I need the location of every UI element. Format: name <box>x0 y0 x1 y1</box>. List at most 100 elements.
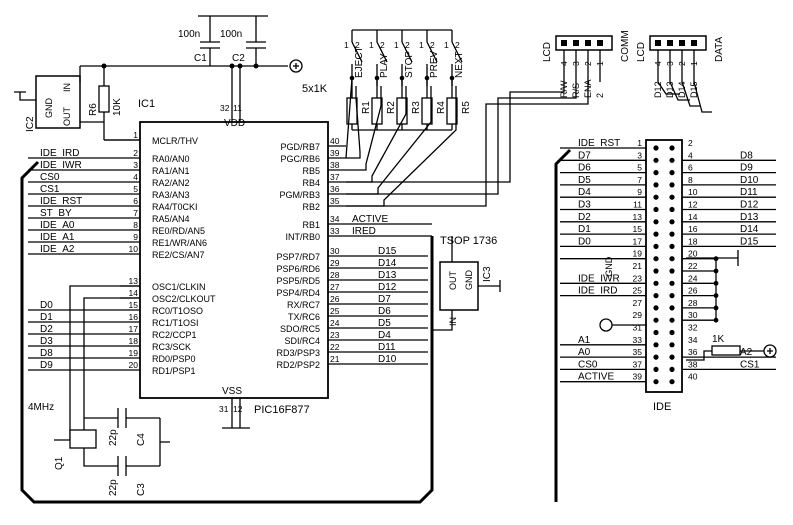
ide-pin-number: 9 <box>637 187 642 197</box>
ide-pin-number: 21 <box>633 261 643 271</box>
ide-net-label: ACTIVE <box>578 372 614 383</box>
ide-net-label: CS1 <box>740 359 760 370</box>
ide-net-label: D1 <box>578 224 591 235</box>
ide-pin-number: 13 <box>633 212 643 222</box>
c3-ref: C3 <box>136 483 147 496</box>
ide-net-label: D15 <box>740 236 759 247</box>
net-label: D7 <box>378 294 391 305</box>
ide-label: IDE <box>653 401 671 413</box>
ic1-vss-pin-b: 12 <box>233 404 243 414</box>
ic1-pin-label: RA2/AN2 <box>152 178 190 188</box>
ide-row-17: 17 18 D0 D15 <box>560 236 776 249</box>
resistor-ref: R4 <box>436 101 447 114</box>
connector-pin: 2 <box>583 61 593 66</box>
net-label: ST_BY <box>40 208 72 219</box>
ide-net-label: D0 <box>578 236 591 247</box>
net-label: ACTIVE <box>352 214 388 225</box>
ic1-pin-label: INT/RB0 <box>285 232 320 242</box>
switch-pin: 1 <box>394 40 399 50</box>
ic3-ref: IC3 <box>482 266 493 282</box>
connector-signal: D13 <box>665 81 675 98</box>
resistor-ref: R3 <box>411 101 422 114</box>
connector-body <box>649 35 707 51</box>
ide-connector-body <box>645 139 683 393</box>
ic1-pin-number: 25 <box>330 306 340 316</box>
ic1-pin-label: PGD/RB7 <box>280 142 320 152</box>
ic1-pin-number: 34 <box>330 214 340 224</box>
switch-pin: 2 <box>455 40 460 50</box>
net-label: IDE_A1 <box>40 232 75 243</box>
ide-pin-number: 23 <box>633 273 643 283</box>
ic1-pin-label: PSP6/RD6 <box>276 264 320 274</box>
ide-net-label: GND <box>604 256 614 277</box>
net-label: IDE_A0 <box>40 220 75 231</box>
connector-pin: 4 <box>653 61 663 66</box>
ide-pin-number: 37 <box>633 359 643 369</box>
r6-ref: R6 <box>88 103 99 116</box>
ic1-pin-label: RA5/AN4 <box>152 214 190 224</box>
c4-value: 22p <box>108 429 119 446</box>
switch-pin: 2 <box>430 40 435 50</box>
ide-pin-number: 25 <box>633 286 643 296</box>
switch-pin: 2 <box>355 40 360 50</box>
ide-net-label: D13 <box>740 212 759 223</box>
ide-pin-number: 12 <box>688 200 698 210</box>
connector-signal: D14 <box>677 81 687 98</box>
ic1-pin-label: MCLR/THV <box>152 136 198 146</box>
ide-net-label: D11 <box>740 187 758 198</box>
ic1-pin-label: RC2/CCP1 <box>152 330 197 340</box>
ic1-pin-number: 8 <box>133 220 138 230</box>
net-label: D11 <box>378 342 396 353</box>
ic1-pin-number: 1 <box>133 130 138 140</box>
ide-pin-number: 10 <box>688 187 698 197</box>
net-label: D0 <box>40 300 53 311</box>
switch-label: PREV <box>429 50 440 78</box>
ic1-pin-number: 3 <box>133 160 138 170</box>
resistor-ref: R2 <box>386 101 397 114</box>
connector-signal: 2 <box>595 93 605 98</box>
connector-name: DATA <box>714 36 725 62</box>
ic1-pin-label: OSC2/CLKOUT <box>152 294 216 304</box>
ic1-pin-label: RD1/PSP1 <box>152 366 196 376</box>
switch-label: EJECT <box>354 46 365 78</box>
ic2-out-label: OUT <box>62 107 72 127</box>
ic1-pin-number: 4 <box>133 172 138 182</box>
ide-net-label: A1 <box>578 335 591 346</box>
ide-net-label: D5 <box>578 175 591 186</box>
ic3-out-label: OUT <box>448 271 458 291</box>
ic1-pin-number: 28 <box>330 270 340 280</box>
c2-value: 100n <box>220 29 242 40</box>
ide-pin-number: 18 <box>688 236 698 246</box>
ide-pin-number: 2 <box>688 138 693 148</box>
ide-pin-number: 40 <box>688 372 698 382</box>
ide-pin-number: 17 <box>633 236 643 246</box>
ic1-pin-number: 20 <box>129 360 139 370</box>
ide-pin-number: 15 <box>633 224 643 234</box>
net-label: D14 <box>378 258 397 269</box>
switch-group: EJECT21R1PLAY21R2STOP21R3PREV21R4NEXT21R… <box>344 29 472 207</box>
ic1-vss-pin-a: 31 <box>219 404 229 414</box>
ic1-pin-label: RC0/T1OSO <box>152 306 203 316</box>
ide-pin-number: 6 <box>688 163 693 173</box>
net-label: D2 <box>40 324 53 335</box>
